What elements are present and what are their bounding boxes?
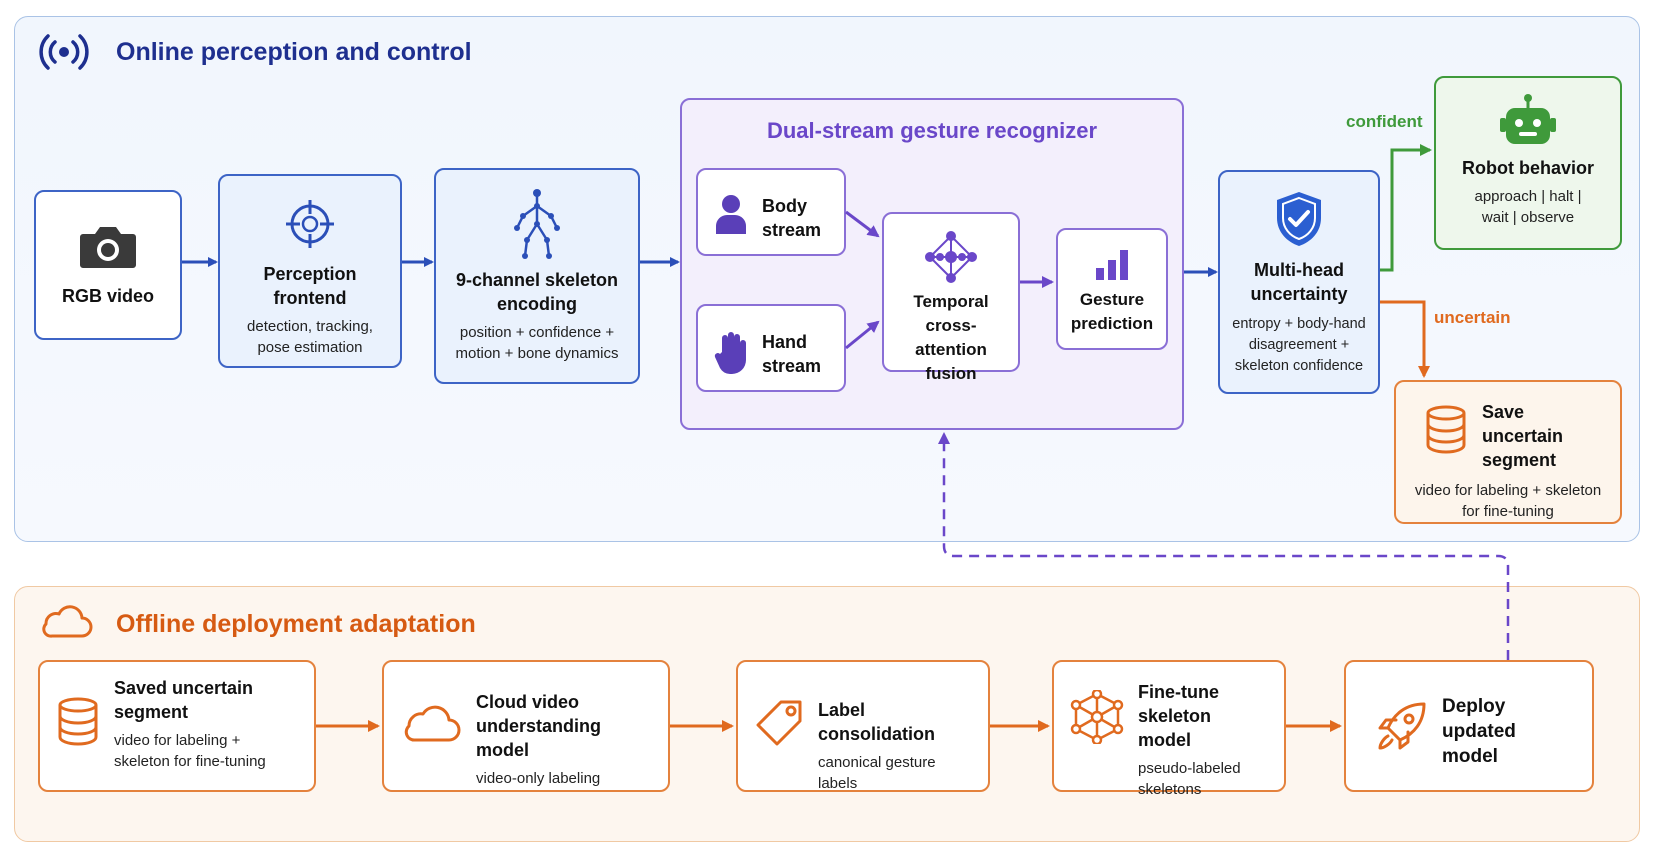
cloud-icon — [42, 605, 93, 638]
body-stream-label: Body stream — [762, 196, 822, 240]
skeleton-encoding-node: 9-channel skeleton encoding position + c… — [434, 168, 640, 384]
camera-icon — [80, 227, 136, 268]
hand-icon — [714, 332, 746, 374]
uncertainty-subtitle: entropy + body-hand disagreement + skele… — [1232, 316, 1366, 374]
network-icon — [925, 231, 977, 283]
broadcast-icon — [39, 34, 89, 70]
cloud-icon — [404, 705, 461, 742]
online-panel-title: Online perception and control — [116, 38, 472, 66]
arrow-hand-to-fusion — [845, 320, 880, 350]
cloud-model-title: Cloud video understanding model — [476, 692, 601, 760]
confident-label: confident — [1346, 112, 1423, 131]
hand-stream-node: Hand stream — [696, 304, 846, 392]
database-icon — [1426, 405, 1466, 454]
save-segment-title: Save uncertain segment — [1482, 402, 1564, 470]
finetune-subtitle: pseudo-labeled skeletons — [1138, 760, 1241, 798]
deploy-node: Deploy updated model — [1344, 660, 1594, 792]
skeleton-encoding-title: 9-channel skeleton encoding — [455, 270, 619, 314]
tag-icon — [756, 700, 802, 746]
arrow-deploy-feedback — [938, 432, 1510, 660]
perception-frontend-node: Perception frontend detection, tracking,… — [218, 174, 402, 368]
uncertainty-title: Multi-head uncertainty — [1250, 260, 1348, 304]
person-icon — [716, 195, 746, 234]
robot-behavior-subtitle: approach | halt | wait | observe — [1474, 188, 1582, 226]
perception-frontend-title: Perception frontend — [263, 264, 357, 308]
uncertainty-node: Multi-head uncertainty entropy + body-ha… — [1218, 170, 1380, 394]
saved-segment-node: Saved uncertain segment video for labeli… — [38, 660, 316, 792]
crosshair-icon — [286, 200, 334, 248]
body-stream-node: Body stream — [696, 168, 846, 256]
gesture-prediction-node: Gesture prediction — [1056, 228, 1168, 350]
finetune-title: Fine-tune skeleton model — [1138, 682, 1219, 750]
shield-check-icon — [1277, 192, 1321, 246]
save-segment-node: Save uncertain segment video for labelin… — [1394, 380, 1622, 524]
finetune-node: Fine-tune skeleton model pseudo-labeled … — [1052, 660, 1286, 798]
rocket-icon — [1378, 702, 1426, 750]
uncertain-label: uncertain — [1434, 308, 1511, 327]
rgb-video-label: RGB video — [61, 286, 154, 306]
arrow-uncertain — [1380, 300, 1430, 378]
offline-panel-title: Offline deployment adaptation — [116, 610, 476, 638]
cloud-model-subtitle: video-only labeling — [476, 770, 601, 787]
arrow-body-to-fusion — [845, 210, 880, 238]
fusion-node: Temporal cross-attention fusion — [882, 212, 1020, 383]
hand-stream-label: Hand stream — [762, 332, 822, 376]
cloud-model-node: Cloud video understanding model video-on… — [382, 660, 670, 792]
network-icon — [1070, 690, 1124, 744]
skeleton-encoding-subtitle: position + confidence + motion + bone dy… — [455, 324, 619, 362]
arrow-confident — [1380, 144, 1432, 272]
robot-icon — [1500, 94, 1556, 144]
save-segment-subtitle: video for labeling + skeleton for fine-t… — [1414, 482, 1602, 520]
saved-segment-subtitle: video for labeling + skeleton for fine-t… — [114, 732, 266, 770]
database-icon — [58, 697, 98, 746]
skeleton-figure-icon — [514, 189, 560, 259]
recognizer-title: Dual-stream gesture recognizer — [766, 118, 1098, 143]
label-consolidation-subtitle: canonical gesture labels — [818, 754, 936, 792]
robot-behavior-title: Robot behavior — [1461, 158, 1594, 178]
gesture-prediction-label: Gesture prediction — [1070, 290, 1154, 333]
rgb-video-node: RGB video — [34, 190, 182, 340]
robot-behavior-node: Robot behavior approach | halt | wait | … — [1434, 76, 1622, 250]
label-consolidation-title: Label consolidation — [818, 700, 935, 744]
deploy-title: Deploy updated model — [1442, 696, 1516, 767]
saved-segment-title: Saved uncertain segment — [114, 678, 254, 722]
bar-chart-icon — [1096, 250, 1128, 280]
fusion-label: Temporal cross-attention fusion — [913, 292, 989, 383]
label-consolidation-node: Label consolidation canonical gesture la… — [736, 660, 990, 792]
perception-frontend-subtitle: detection, tracking, pose estimation — [247, 318, 373, 356]
